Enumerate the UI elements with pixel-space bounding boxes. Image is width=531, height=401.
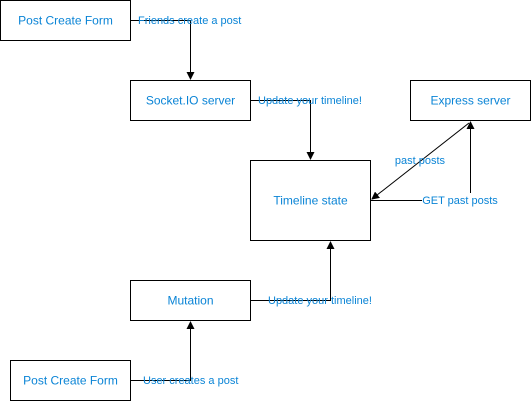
edge-label-update-timeline-socket: Update your timeline! (258, 95, 362, 107)
node-label: Socket.IO server (146, 94, 235, 108)
node-label: Post Create Form (18, 14, 113, 28)
edge-socketio-to-timeline (250, 100, 315, 160)
edge-label-update-timeline-mutation: Update your timeline! (268, 295, 372, 307)
edge-label-get-past-posts: GET past posts (422, 195, 498, 207)
node-label: Express server (430, 94, 510, 108)
node-label: Post Create Form (23, 374, 118, 388)
node-post-create-form-bottom[interactable]: Post Create Form (10, 360, 131, 401)
edge-label-friends-create-post: Friends create a post (138, 15, 241, 27)
edge-form-top-to-socketio (130, 20, 195, 80)
node-mutation[interactable]: Mutation (130, 280, 251, 321)
edge-label-bg (422, 193, 498, 207)
node-post-create-form-top[interactable]: Post Create Form (0, 0, 131, 41)
edge-label-past-posts: past posts (395, 155, 446, 167)
node-label: Mutation (167, 294, 213, 308)
node-timeline-state[interactable]: Timeline state (250, 160, 371, 241)
edge-form-bottom-to-mutation (130, 321, 195, 381)
node-socketio-server[interactable]: Socket.IO server (130, 80, 251, 121)
edge-mutation-to-timeline (250, 241, 335, 301)
edge-express-to-timeline (371, 122, 470, 200)
node-express-server[interactable]: Express server (410, 80, 531, 121)
node-label: Timeline state (273, 194, 348, 208)
edge-label-user-creates-post: User creates a post (143, 375, 238, 387)
